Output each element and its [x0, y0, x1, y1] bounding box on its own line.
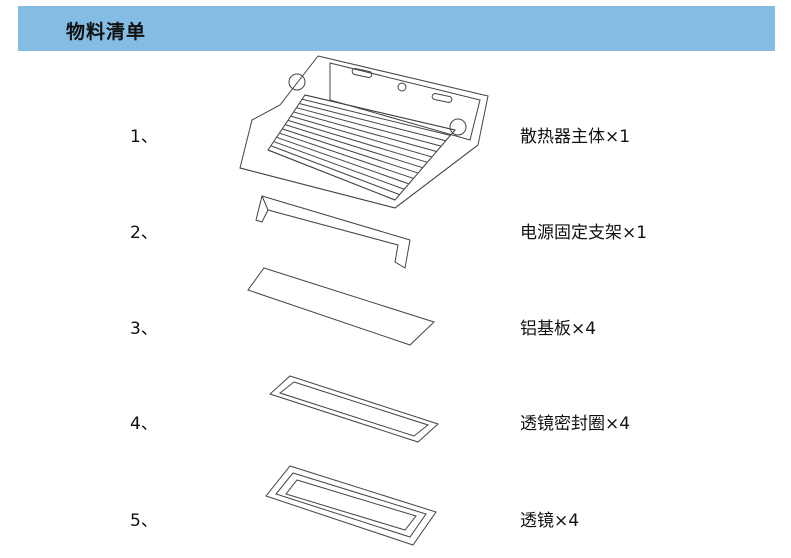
lens-drawing [265, 465, 437, 546]
item-number: 4、 [130, 414, 158, 434]
heatsink-fin [287, 119, 428, 163]
heatsink-fin [304, 94, 456, 131]
item-label: 电源固定支架×1 [520, 223, 648, 243]
heatsink-fin [282, 128, 419, 174]
section-title: 物料清单 [66, 21, 147, 43]
heatsink-fin [290, 115, 433, 158]
power-bracket-drawing [255, 195, 411, 269]
section-header: 物料清单 [18, 6, 775, 51]
item-label: 铝基板×4 [520, 319, 597, 339]
aluminum-board-drawing [247, 267, 435, 346]
heatsink-fin [302, 98, 451, 136]
item-number: 2、 [130, 223, 158, 243]
heatsink-fin [296, 107, 442, 147]
item-label: 透镜×4 [520, 511, 580, 531]
heatsink-fin [299, 102, 446, 142]
heatsink-fin [267, 149, 396, 201]
heatsink-fin [279, 132, 414, 179]
item-number: 3、 [130, 319, 158, 339]
item-number: 5、 [130, 511, 158, 531]
heatsink-drawing [239, 55, 489, 209]
heatsink-fin [270, 145, 400, 196]
item-label: 透镜密封圈×4 [520, 414, 631, 434]
heatsink-fin [273, 141, 405, 190]
lens-seal-drawing [269, 375, 439, 443]
item-number: 1、 [130, 127, 158, 147]
item-label: 散热器主体×1 [520, 127, 631, 147]
heatsink-fin [284, 124, 423, 169]
heatsink-fin [276, 136, 410, 185]
heatsink-fin [293, 111, 437, 153]
